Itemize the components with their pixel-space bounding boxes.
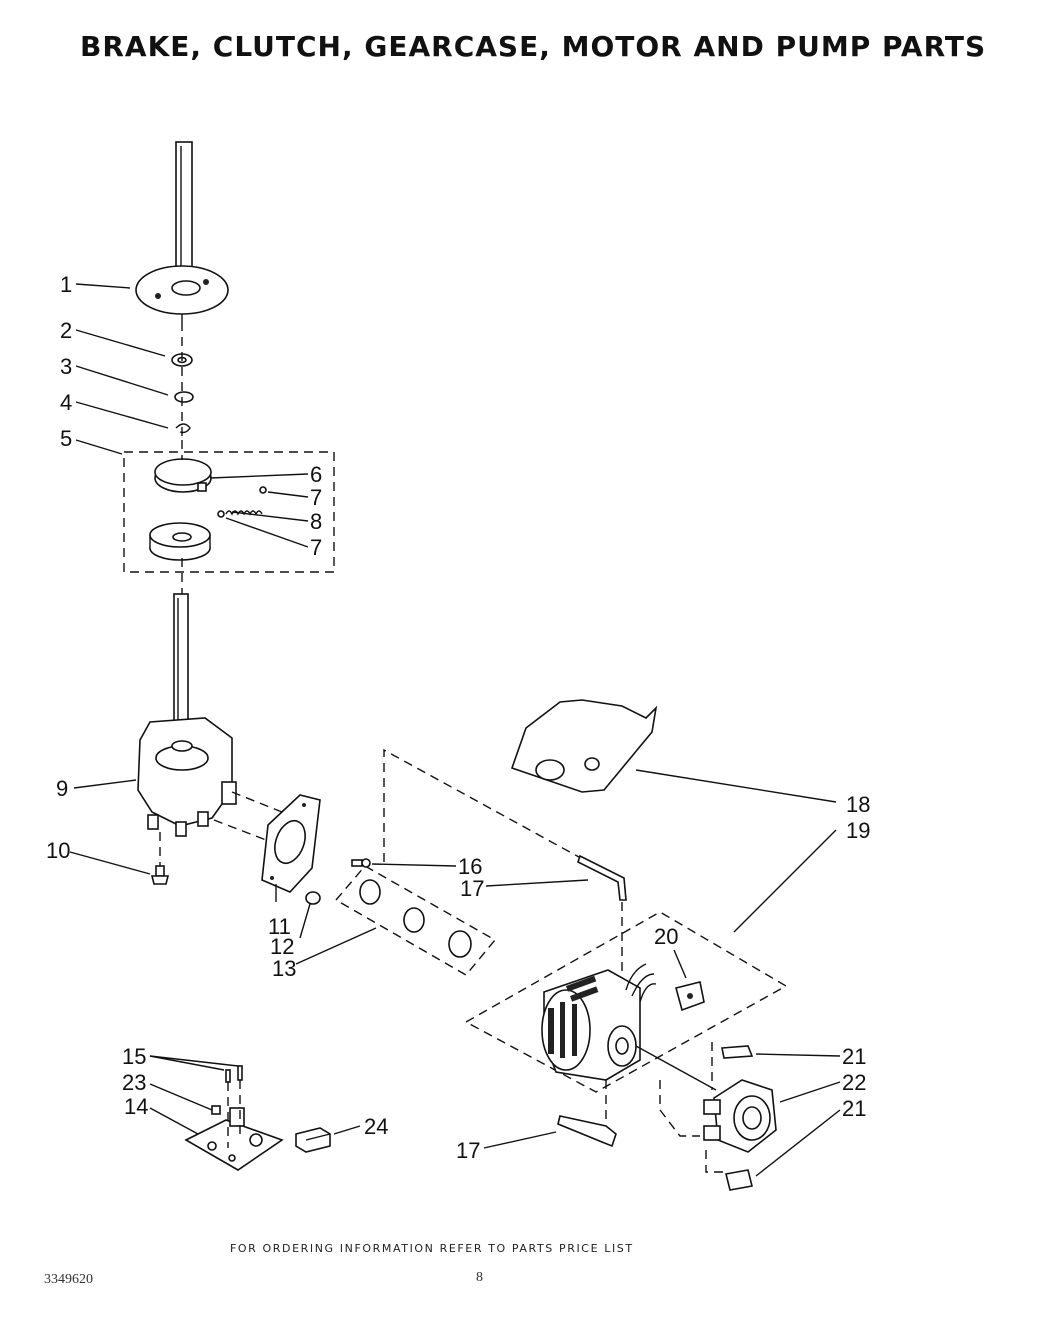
callout-5: 5 [60, 426, 72, 451]
callout-24: 24 [364, 1114, 388, 1139]
part-22-pump [703, 1079, 777, 1153]
callout-18: 18 [846, 792, 870, 817]
part-1-brake-shaft [135, 141, 229, 322]
callout-22: 22 [842, 1070, 866, 1095]
callout-3: 3 [60, 354, 72, 379]
callout-8: 8 [310, 509, 322, 534]
part-23-pin [211, 1105, 221, 1115]
document-number: 3349620 [44, 1272, 93, 1287]
part-12-plug [305, 891, 321, 905]
ordering-note: FOR ORDERING INFORMATION REFER TO PARTS … [230, 1242, 634, 1255]
callout-21-upper: 21 [842, 1044, 866, 1069]
callout-17-upper: 17 [460, 876, 484, 901]
callout-15: 15 [122, 1044, 146, 1069]
part-5-clutch-assembly [123, 451, 335, 573]
callout-23: 23 [122, 1070, 146, 1095]
part-17-hose-upper [577, 854, 627, 901]
callout-1: 1 [60, 272, 72, 297]
part-4-clip [175, 423, 191, 434]
callout-7-lower: 7 [310, 535, 322, 560]
page-number: 8 [476, 1270, 483, 1285]
part-11-cover-plate [261, 794, 321, 893]
callout-6: 6 [310, 462, 322, 487]
callout-12: 12 [270, 934, 294, 959]
part-13-coupling-kit [334, 865, 497, 976]
callout-11: 11 [268, 914, 291, 939]
callout-4: 4 [60, 390, 72, 415]
callout-16: 16 [458, 854, 482, 879]
callout-7-upper: 7 [310, 485, 322, 510]
callout-10: 10 [46, 838, 70, 863]
part-17-hose-lower [557, 1115, 617, 1148]
part-10-bolt [150, 865, 170, 885]
part-14-bracket [184, 1107, 284, 1171]
part-21-clip-lower [725, 1169, 753, 1191]
callout-9: 9 [56, 776, 68, 801]
part-16-screw [351, 858, 371, 868]
leader-lines [69, 283, 841, 1177]
part-19-motor-assembly [464, 911, 788, 1093]
part-21-clip-upper [721, 1045, 754, 1059]
part-9-gearcase [137, 593, 237, 837]
callout-17-lower: 17 [456, 1138, 480, 1163]
callout-2: 2 [60, 318, 72, 343]
part-3-washer [174, 391, 194, 403]
part-24-block [295, 1127, 331, 1153]
part-15-screws [225, 1065, 243, 1148]
part-20-switch [675, 981, 705, 1012]
callout-13: 13 [272, 956, 296, 981]
callout-19: 19 [846, 818, 870, 843]
part-18-shield [510, 699, 658, 793]
callout-20: 20 [654, 924, 678, 949]
page-title: BRAKE, CLUTCH, GEARCASE, MOTOR AND PUMP … [80, 30, 987, 63]
callout-labels: 1 2 3 4 5 6 7 8 7 9 10 11 12 13 16 17 18… [46, 272, 870, 1163]
callout-21-lower: 21 [842, 1096, 866, 1121]
callout-14: 14 [124, 1094, 148, 1119]
